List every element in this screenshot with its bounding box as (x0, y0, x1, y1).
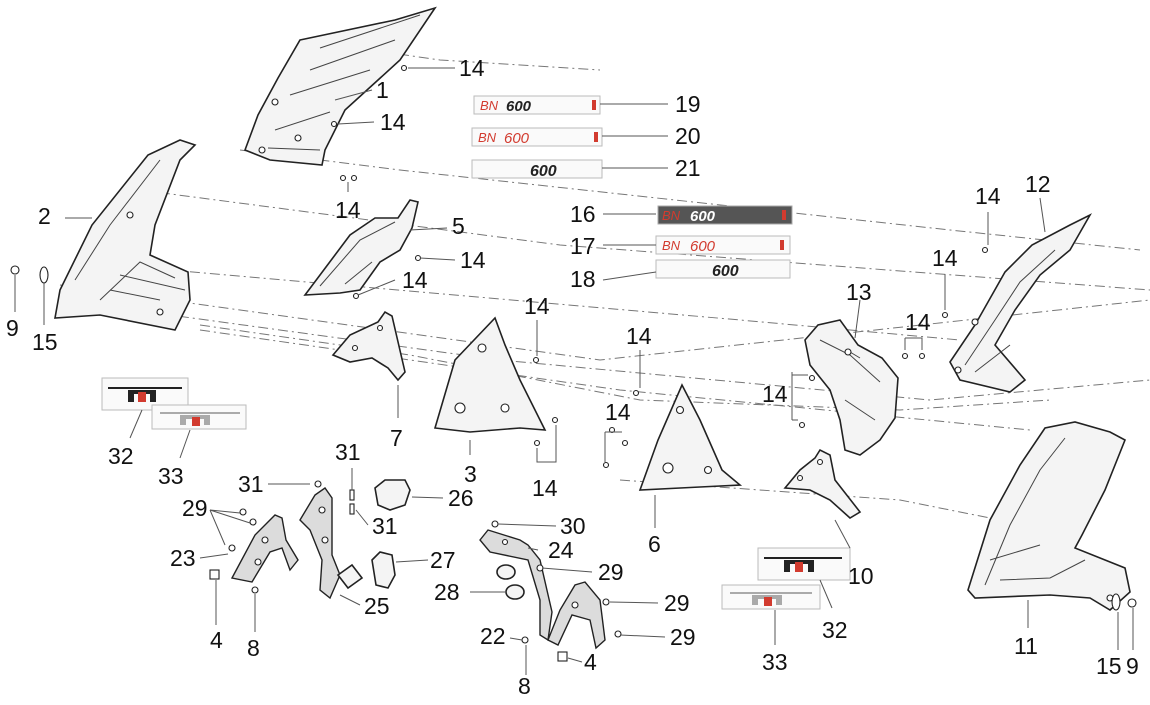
decal-18: 600 (655, 259, 791, 280)
part-12-right-inner-panel (949, 213, 1093, 393)
callout-9: 9 (1126, 653, 1139, 679)
callout-14: 14 (335, 197, 361, 223)
decal-32-left (101, 377, 189, 411)
callout-11: 11 (1014, 633, 1038, 659)
decal-16: BN 600 (657, 205, 793, 225)
callout-5: 5 (452, 213, 465, 239)
callout-25: 25 (364, 593, 390, 619)
callout-14: 14 (402, 267, 428, 293)
hardware (10, 64, 1137, 662)
part-23-bracket (230, 514, 299, 583)
callout-27: 27 (430, 547, 456, 573)
decal-19: BN 600 (473, 95, 601, 115)
decal-33-right (721, 584, 821, 610)
callout-1: 1 (376, 77, 389, 103)
callout-14: 14 (626, 323, 652, 349)
callout-32: 32 (822, 617, 848, 643)
callout-18: 18 (570, 266, 596, 292)
callout-14: 14 (605, 399, 631, 425)
callout-3: 3 (464, 461, 477, 487)
part-2-left-cowl (54, 139, 197, 331)
callout-33: 33 (762, 649, 788, 675)
callout-8: 8 (518, 673, 531, 699)
decal-33-left (151, 404, 247, 430)
decal-20-prefix: BN (478, 130, 497, 145)
callout-20: 20 (675, 123, 701, 149)
callout-12: 12 (1025, 171, 1051, 197)
decal-19-prefix: BN (480, 98, 499, 113)
callout-17: 17 (570, 233, 596, 259)
callout-29: 29 (664, 590, 690, 616)
part-10-bracket (783, 448, 862, 519)
callout-26: 26 (448, 485, 474, 511)
part-3-side-plate (433, 316, 547, 433)
callout-15: 15 (1096, 653, 1122, 679)
decal-19-suffix: 600 (506, 98, 532, 115)
callout-10: 10 (848, 563, 874, 589)
callout-4: 4 (584, 649, 597, 675)
callout-7: 7 (390, 425, 403, 451)
callout-32: 32 (108, 443, 134, 469)
decal-17: BN 600 (655, 235, 791, 255)
callout-14: 14 (975, 183, 1001, 209)
callout-31: 31 (238, 471, 264, 497)
decal-17-prefix: BN (662, 238, 681, 253)
part-6-side-plate (638, 383, 743, 491)
callout-13: 13 (846, 279, 872, 305)
part-5-bracket-panel (303, 199, 419, 296)
callout-31: 31 (372, 513, 398, 539)
decal-20: BN 600 (471, 127, 603, 147)
callout-29: 29 (670, 624, 696, 650)
callout-14: 14 (532, 475, 558, 501)
callout-9: 9 (6, 315, 19, 341)
callout-29: 29 (598, 559, 624, 585)
callout-21: 21 (675, 155, 701, 181)
callout-4: 4 (210, 627, 223, 653)
leader-lines (14, 67, 1134, 675)
decal-16-suffix: 600 (690, 208, 716, 225)
callout-30: 30 (560, 513, 586, 539)
decal-18-suffix: 600 (712, 263, 739, 280)
part-4-bracket (547, 581, 606, 650)
part-28-rubber-mounts (496, 564, 525, 600)
callout-33: 33 (158, 463, 184, 489)
callout-14: 14 (932, 245, 958, 271)
callout-15: 15 (32, 329, 58, 355)
callout-14: 14 (524, 293, 550, 319)
callout-19: 19 (675, 91, 701, 117)
callout-6: 6 (648, 531, 661, 557)
callout-23: 23 (170, 545, 196, 571)
decal-17-suffix: 600 (690, 238, 716, 255)
callout-14: 14 (459, 55, 485, 81)
part-24-bracket (479, 529, 553, 642)
callout-8: 8 (247, 635, 260, 661)
callout-29: 29 (182, 495, 208, 521)
callout-14: 14 (380, 109, 406, 135)
callout-22: 22 (480, 623, 506, 649)
callout-labels: 14 1 14 14 2 5 14 14 9 15 19 20 21 16 17… (6, 55, 1139, 699)
part-25-bracket (299, 487, 341, 600)
part-11-right-cowl (967, 421, 1131, 611)
decal-32-right (757, 547, 851, 581)
callout-31: 31 (335, 439, 361, 465)
part-7-bracket (331, 310, 406, 382)
decal-16-prefix: BN (662, 208, 681, 223)
part-27-clip (336, 551, 396, 590)
part-26-clip (374, 479, 411, 511)
decal-21-suffix: 600 (530, 163, 557, 180)
callout-14: 14 (460, 247, 486, 273)
part-1-inner-panel (243, 6, 437, 166)
decal-20-suffix: 600 (504, 130, 530, 147)
callout-2: 2 (38, 203, 51, 229)
callout-24: 24 (548, 537, 574, 563)
callout-28: 28 (434, 579, 460, 605)
decal-21: 600 (471, 159, 603, 180)
callout-14: 14 (762, 381, 788, 407)
callout-14: 14 (905, 309, 931, 335)
callout-16: 16 (570, 201, 596, 227)
part-13-cover (804, 319, 899, 456)
